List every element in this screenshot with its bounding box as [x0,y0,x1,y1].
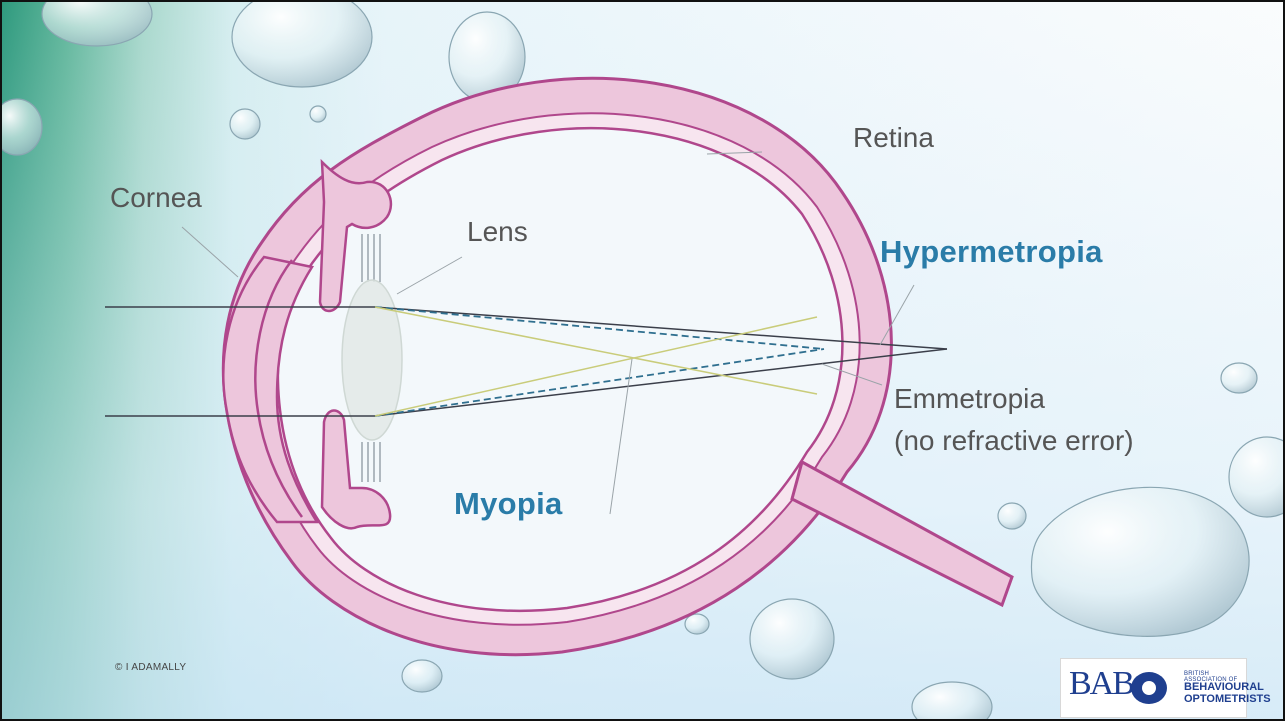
logo-line-2: OPTOMETRISTS [1184,693,1271,705]
copyright-text: © I ADAMALLY [115,662,186,673]
logo-line-1: BEHAVIOURAL [1184,681,1264,693]
logo-mark: BAB [1069,665,1133,703]
emmetropia-label: Emmetropia [894,383,1045,415]
cornea-label: Cornea [110,182,202,214]
eyeball [223,78,1012,654]
myopia-label: Myopia [454,486,563,522]
lens-label: Lens [467,216,528,248]
babo-logo: BAB BRITISH ASSOCIATION OF BEHAVIOURAL O… [1060,658,1247,718]
no-refractive-error-label: (no refractive error) [894,425,1134,457]
retina-label: Retina [853,122,934,154]
eye-logo-icon [1131,672,1167,704]
hypermetropia-label: Hypermetropia [880,234,1103,270]
